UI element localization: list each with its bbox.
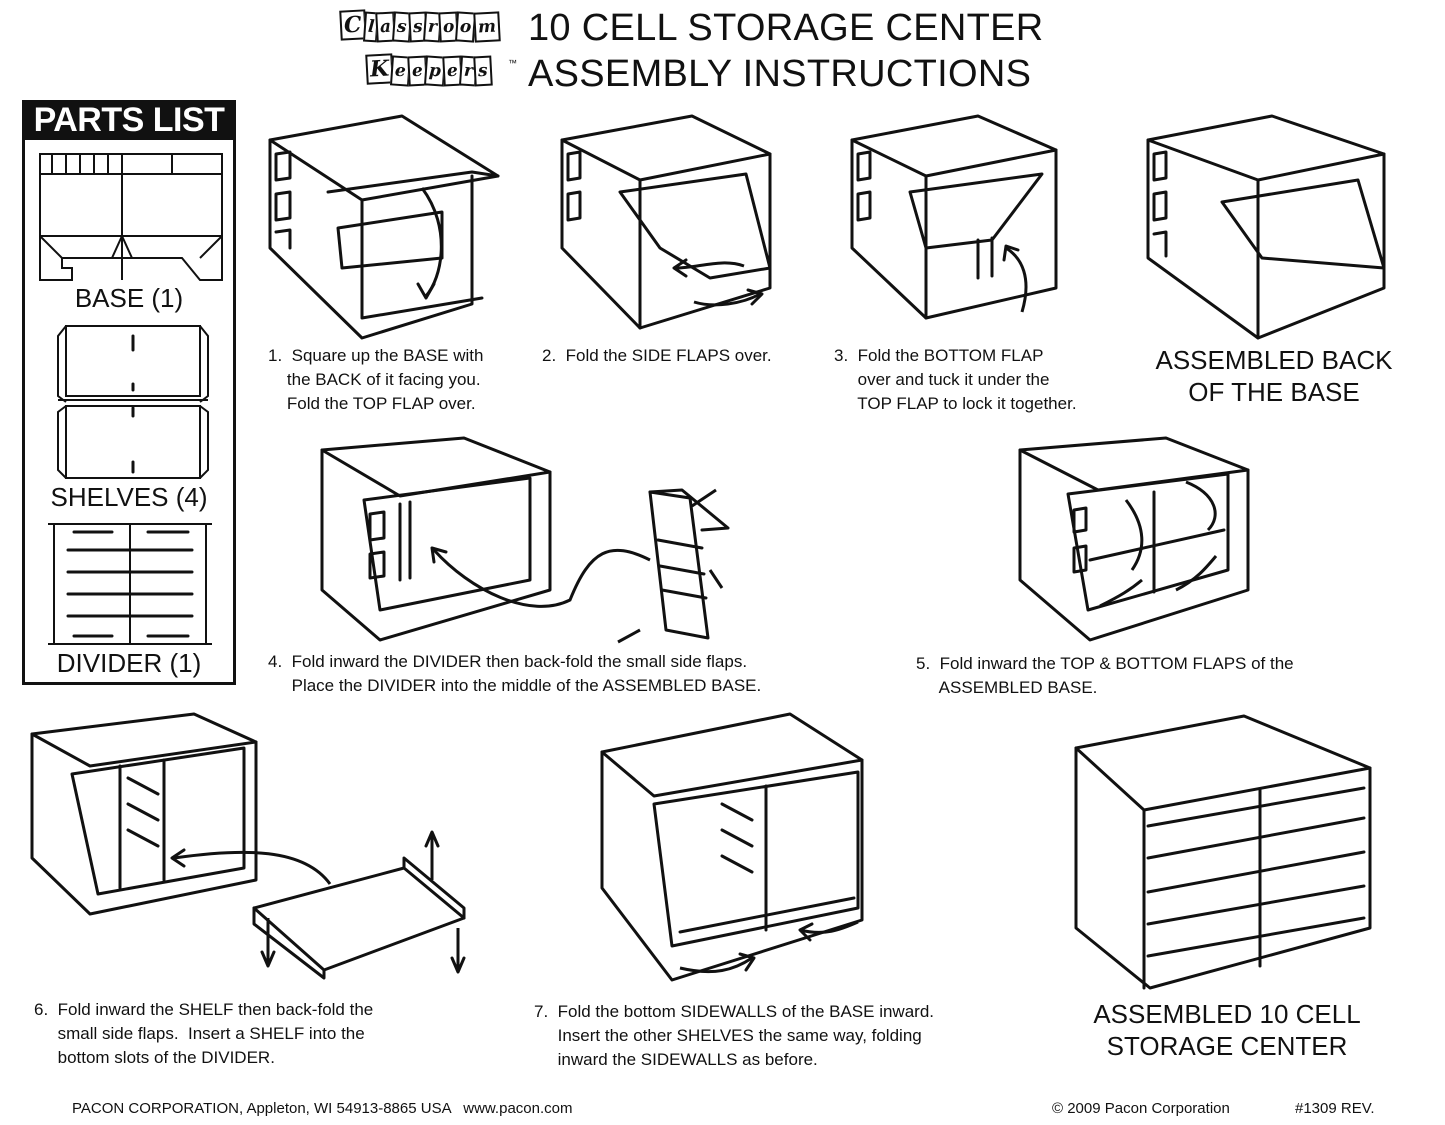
step-7-caption: 7. Fold the bottom SIDEWALLS of the BASE… [534, 1002, 935, 1069]
step-3-caption: 3. Fold the BOTTOM FLAP over and tuck it… [834, 346, 1077, 413]
logo-trademark: ™ [508, 58, 517, 68]
parts-list-base-label: BASE (1) [74, 283, 184, 313]
assembled-storage-center-drawing [1074, 714, 1372, 990]
title-line-1: 10 CELL STORAGE CENTER [528, 7, 1044, 49]
step-6-drawing [30, 712, 466, 980]
footer-document-code: #1309 REV. [1295, 1100, 1375, 1117]
parts-list-drawings [39, 153, 223, 645]
step-2-caption: 2. Fold the SIDE FLAPS over. [542, 346, 772, 365]
base-part-drawing [39, 153, 223, 281]
row-3-illustrations [30, 712, 1372, 990]
parts-list-divider-label: DIVIDER (1) [56, 648, 202, 678]
assembled-storage-center-caption: ASSEMBLED 10 CELL STORAGE CENTER [1093, 999, 1361, 1061]
step-2-drawing [560, 114, 772, 330]
step-1-caption: 1. Square up the BASE with the BACK of i… [268, 346, 484, 413]
step-5-caption: 5. Fold inward the TOP & BOTTOM FLAPS of… [916, 654, 1294, 697]
parts-list-shelves-label: SHELVES (4) [50, 482, 208, 512]
shelves-part-drawing [57, 325, 209, 479]
assembled-back-drawing [1146, 114, 1386, 340]
step-3-drawing [850, 114, 1058, 320]
step-5-drawing [1018, 436, 1250, 642]
step-1-drawing [268, 114, 500, 340]
step-6-caption: 6. Fold inward the SHELF then back-fold … [34, 1000, 374, 1067]
assembled-back-caption: ASSEMBLED BACK OF THE BASE [1155, 345, 1393, 407]
step-4-caption: 4. Fold inward the DIVIDER then back-fol… [268, 652, 762, 695]
footer-copyright: © 2009 Pacon Corporation [1052, 1100, 1230, 1117]
title-line-2: ASSEMBLY INSTRUCTIONS [528, 53, 1032, 95]
divider-part-drawing [48, 523, 212, 645]
footer-company: PACON CORPORATION, Appleton, WI 54913-88… [72, 1100, 573, 1117]
row-2-illustrations [320, 436, 1250, 644]
step-4-drawing [320, 436, 730, 644]
parts-list-heading: PARTS LIST [22, 100, 236, 140]
step-7-drawing [600, 712, 864, 982]
row-1-illustrations [268, 114, 1386, 340]
